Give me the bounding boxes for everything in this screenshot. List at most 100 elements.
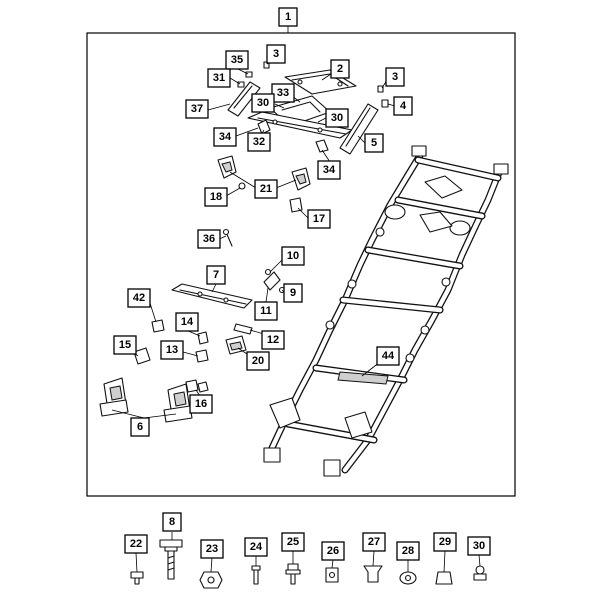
svg-text:14: 14 [181, 316, 194, 328]
callout-2: 2 [330, 59, 350, 79]
svg-text:15: 15 [119, 339, 131, 351]
callout-6: 6 [130, 417, 150, 437]
part-27-nut [363, 565, 383, 583]
callout-22: 22 [124, 534, 148, 554]
callout-3-right: 3 [385, 67, 405, 87]
callout-10: 10 [281, 246, 305, 266]
svg-text:8: 8 [169, 516, 175, 528]
svg-text:5: 5 [371, 137, 377, 149]
svg-text:22: 22 [130, 538, 142, 550]
svg-text:26: 26 [327, 545, 339, 557]
svg-text:37: 37 [191, 103, 203, 115]
part-36-bolt [222, 228, 233, 247]
svg-text:3: 3 [392, 71, 398, 83]
callout-7: 7 [206, 265, 226, 285]
svg-text:31: 31 [213, 72, 225, 84]
callout-26: 26 [321, 541, 345, 561]
svg-text:7: 7 [213, 269, 219, 281]
callout-13: 13 [160, 340, 184, 360]
svg-text:25: 25 [287, 536, 299, 548]
part-5-rail [339, 103, 379, 155]
callout-29: 29 [433, 532, 457, 552]
callout-14: 14 [175, 312, 199, 332]
callout-33: 33 [271, 83, 295, 103]
part-21-mounts [217, 155, 311, 191]
callout-27: 27 [362, 532, 386, 552]
svg-text:32: 32 [253, 136, 265, 148]
callout-20: 20 [246, 351, 270, 371]
svg-text:21: 21 [260, 183, 272, 195]
callout-1: 1 [278, 7, 298, 27]
part-26-nut [325, 567, 339, 583]
callout-4: 4 [393, 96, 413, 116]
callout-15: 15 [113, 335, 137, 355]
svg-text:30: 30 [257, 97, 269, 109]
part-6-body-mounts [99, 377, 193, 423]
svg-text:13: 13 [166, 344, 178, 356]
callout-9: 9 [283, 283, 303, 303]
callout-30-top: 30 [251, 93, 275, 113]
callout-12: 12 [261, 330, 285, 350]
callout-44: 44 [376, 346, 400, 366]
part-23-nut [199, 571, 223, 589]
small-fasteners-upper [237, 61, 389, 153]
svg-text:36: 36 [203, 233, 215, 245]
svg-text:27: 27 [368, 536, 380, 548]
callout-36: 36 [197, 229, 221, 249]
svg-text:2: 2 [337, 63, 343, 75]
svg-text:29: 29 [439, 536, 451, 548]
svg-text:16: 16 [195, 398, 207, 410]
svg-text:1: 1 [285, 11, 291, 23]
callout-5: 5 [364, 133, 384, 153]
part-24-bolt [251, 565, 261, 585]
callout-17: 17 [307, 209, 331, 229]
svg-text:44: 44 [382, 350, 395, 362]
svg-text:3: 3 [273, 48, 279, 60]
svg-text:4: 4 [400, 100, 407, 112]
svg-text:10: 10 [287, 250, 299, 262]
callout-32: 32 [247, 132, 271, 152]
frame-assembly [263, 145, 509, 477]
leader-lines-bottom [135, 550, 481, 573]
svg-text:34: 34 [323, 164, 336, 176]
callout-11: 11 [254, 301, 278, 321]
callout-30-mid: 30 [325, 108, 349, 128]
svg-text:23: 23 [206, 543, 218, 555]
callout-30-bottom: 30 [467, 536, 491, 556]
svg-text:18: 18 [210, 191, 222, 203]
part-25-bolt [285, 563, 301, 585]
svg-text:35: 35 [231, 54, 243, 66]
assembly-group-border [86, 32, 516, 497]
callout-42: 42 [127, 288, 151, 308]
callout-23: 23 [200, 539, 224, 559]
svg-text:28: 28 [402, 545, 414, 557]
callout-21: 21 [254, 179, 278, 199]
svg-text:33: 33 [277, 87, 289, 99]
callout-18: 18 [204, 187, 228, 207]
part-37-rail [227, 81, 261, 117]
callout-16: 16 [189, 394, 213, 414]
svg-text:9: 9 [290, 287, 296, 299]
part-28-nut [399, 571, 417, 585]
callout-25: 25 [281, 532, 305, 552]
part-29-nut [435, 571, 453, 585]
callout-28: 28 [396, 541, 420, 561]
svg-text:6: 6 [137, 421, 143, 433]
svg-text:34: 34 [219, 131, 232, 143]
callout-35: 35 [225, 50, 249, 70]
svg-text:20: 20 [252, 355, 264, 367]
part-8-bolt [159, 539, 183, 580]
part-9-10-11-mount [263, 268, 286, 294]
part-30-bolt [473, 565, 487, 581]
part-22-bolt [130, 571, 144, 585]
callout-3-left: 3 [266, 44, 286, 64]
part-7-crossmember [171, 283, 253, 309]
svg-text:42: 42 [133, 292, 145, 304]
callout-24: 24 [244, 537, 268, 557]
callout-31: 31 [207, 68, 231, 88]
svg-text:24: 24 [250, 541, 263, 553]
callout-37: 37 [185, 99, 209, 119]
svg-text:12: 12 [267, 334, 279, 346]
lower-small-parts [133, 319, 253, 393]
